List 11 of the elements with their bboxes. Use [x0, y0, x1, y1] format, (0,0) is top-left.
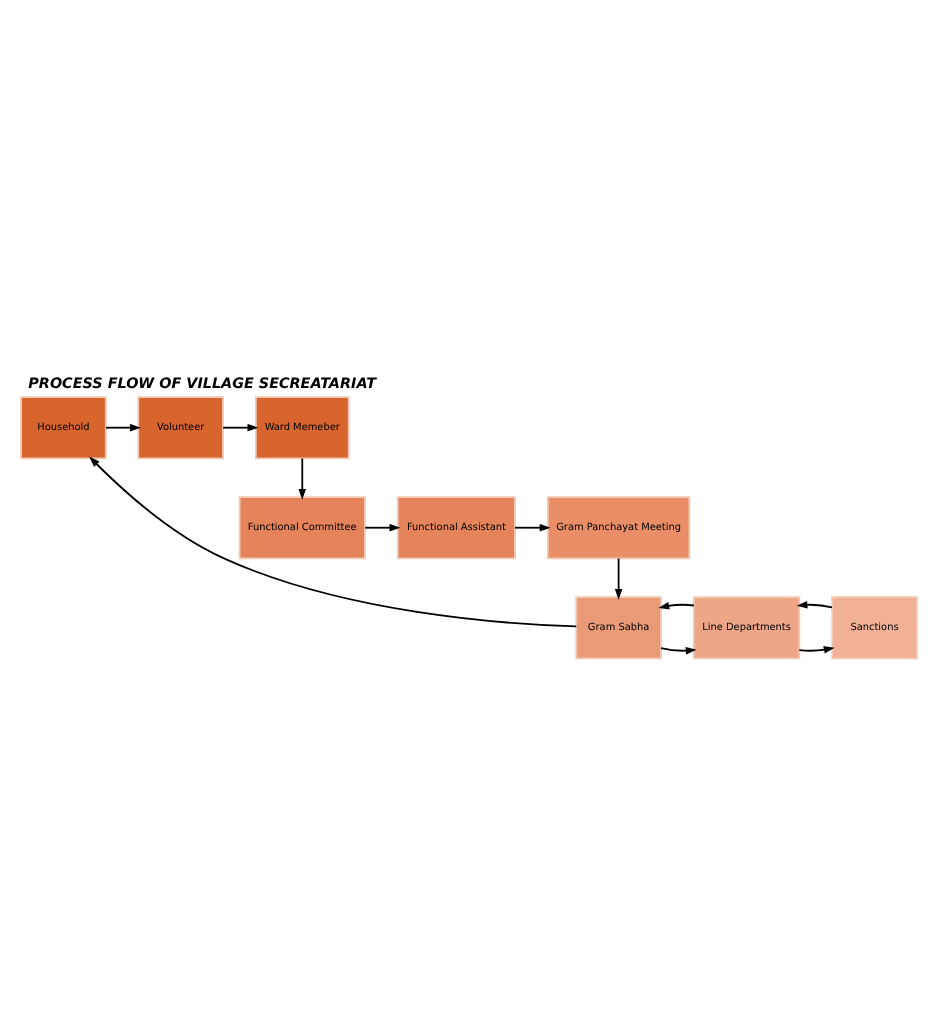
arrow [89, 456, 578, 628]
arrow [364, 523, 401, 532]
arrow [614, 557, 623, 600]
arrow [105, 423, 141, 432]
arrow [798, 646, 835, 654]
arrow [514, 523, 551, 532]
arrow [796, 601, 833, 609]
arrow [298, 457, 307, 500]
arrow [222, 423, 259, 432]
arrow [660, 646, 697, 655]
arrow [658, 602, 695, 610]
